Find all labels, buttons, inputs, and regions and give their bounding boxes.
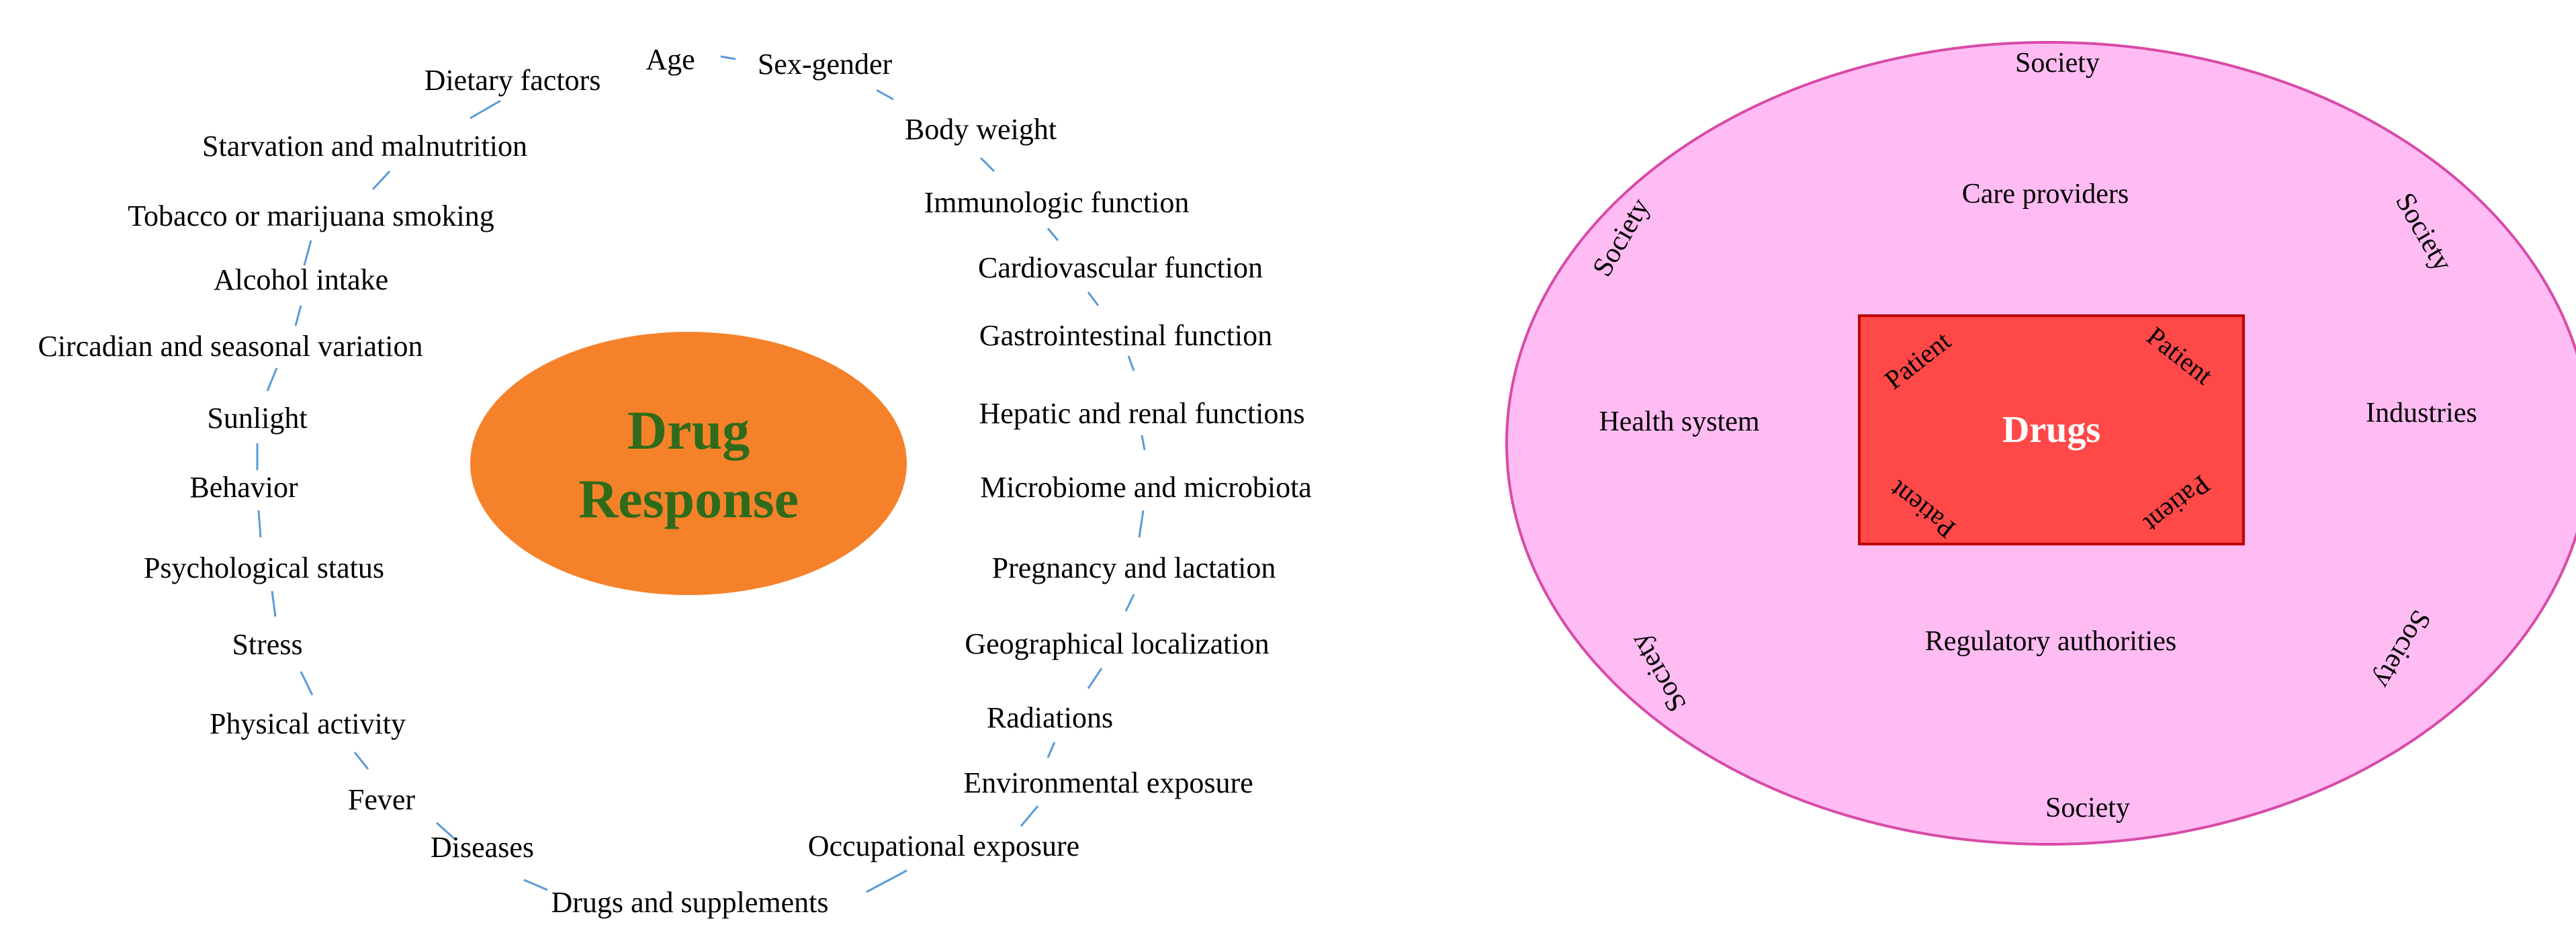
factor-connector-line [1020,805,1039,827]
society-label-bottom: Society [2045,793,2130,823]
factor-age: Age [646,43,695,76]
factor-physical-activity: Physical activity [210,707,406,740]
factor-connector-line [720,55,736,60]
factor-geographical-localization: Geographical localization [965,627,1269,660]
drugs-context-diagram: Society Society Society Society Society … [1505,41,2576,846]
factor-connector-line [523,879,548,891]
factor-body-weight: Body weight [905,113,1057,146]
drug-response-ellipse [470,332,907,595]
factor-gastrointestinal-function: Gastrointestinal function [979,319,1272,352]
factor-connector-line [979,156,995,173]
factor-alcohol-intake: Alcohol intake [214,263,388,296]
factor-psychological-status: Psychological status [144,551,384,584]
drugs-box [1858,314,2245,545]
factor-connector-line [266,367,278,392]
factor-cardiovascular-function: Cardiovascular function [978,251,1263,284]
factor-connector-line [436,821,456,841]
factor-environmental-exposure: Environmental exposure [963,766,1253,799]
factor-stress: Stress [232,628,302,661]
factor-hepatic-renal-functions: Hepatic and renal functions [979,397,1304,430]
regulatory-authorities-label: Regulatory authorities [1925,626,2176,657]
drug-response-title-line2: Response [578,468,799,529]
factor-fever: Fever [348,783,416,816]
factor-connector-line [876,89,894,101]
industries-label: Industries [2366,398,2477,429]
health-system-label: Health system [1599,406,1759,437]
factor-circadian-seasonal-variation: Circadian and seasonal variation [38,330,423,363]
factor-pregnancy-lactation: Pregnancy and lactation [992,551,1276,584]
factor-connector-line [866,869,907,893]
factor-connector-line [1127,355,1135,371]
factor-connector-line [271,590,277,617]
factor-connector-line [353,752,369,770]
factor-drugs-supplements: Drugs and supplements [551,886,828,919]
factor-sunlight: Sunlight [207,402,307,435]
factor-connector-line [371,170,391,191]
factor-connector-line [1138,510,1145,538]
factor-connector-line [300,671,314,696]
factor-connectors [256,55,1146,893]
factor-connector-line [1124,594,1135,612]
care-providers-label: Care providers [1962,179,2129,210]
factor-radiations: Radiations [987,701,1113,734]
factor-sex-gender: Sex-gender [758,48,893,81]
factor-starvation-malnutrition: Starvation and malnutrition [202,130,527,163]
society-label-top: Society [2015,48,2100,79]
factor-connector-line [294,305,302,326]
factor-connector-line [1087,668,1103,689]
factor-connector-line [1087,292,1100,306]
factor-connector-line [470,99,501,120]
factor-connector-line [257,510,262,538]
factor-connector-line [1047,742,1056,758]
factor-behavior: Behavior [189,471,298,504]
factor-occupational-exposure: Occupational exposure [808,830,1079,862]
drug-response-diagram: Drug Response Age Sex-gender Body weight… [38,43,1311,919]
factor-microbiome-microbiota: Microbiome and microbiota [980,471,1312,504]
drug-response-title-line1: Drug [627,400,750,461]
factor-diseases: Diseases [431,831,534,864]
factor-connector-line [1047,228,1059,241]
factor-immunologic-function: Immunologic function [924,186,1190,219]
factor-tobacco-marijuana-smoking: Tobacco or marijuana smoking [128,199,494,232]
factor-connector-line [303,240,312,266]
factor-dietary-factors: Dietary factors [425,64,601,97]
drugs-label: Drugs [2002,409,2100,451]
factor-connector-line [1141,435,1146,451]
